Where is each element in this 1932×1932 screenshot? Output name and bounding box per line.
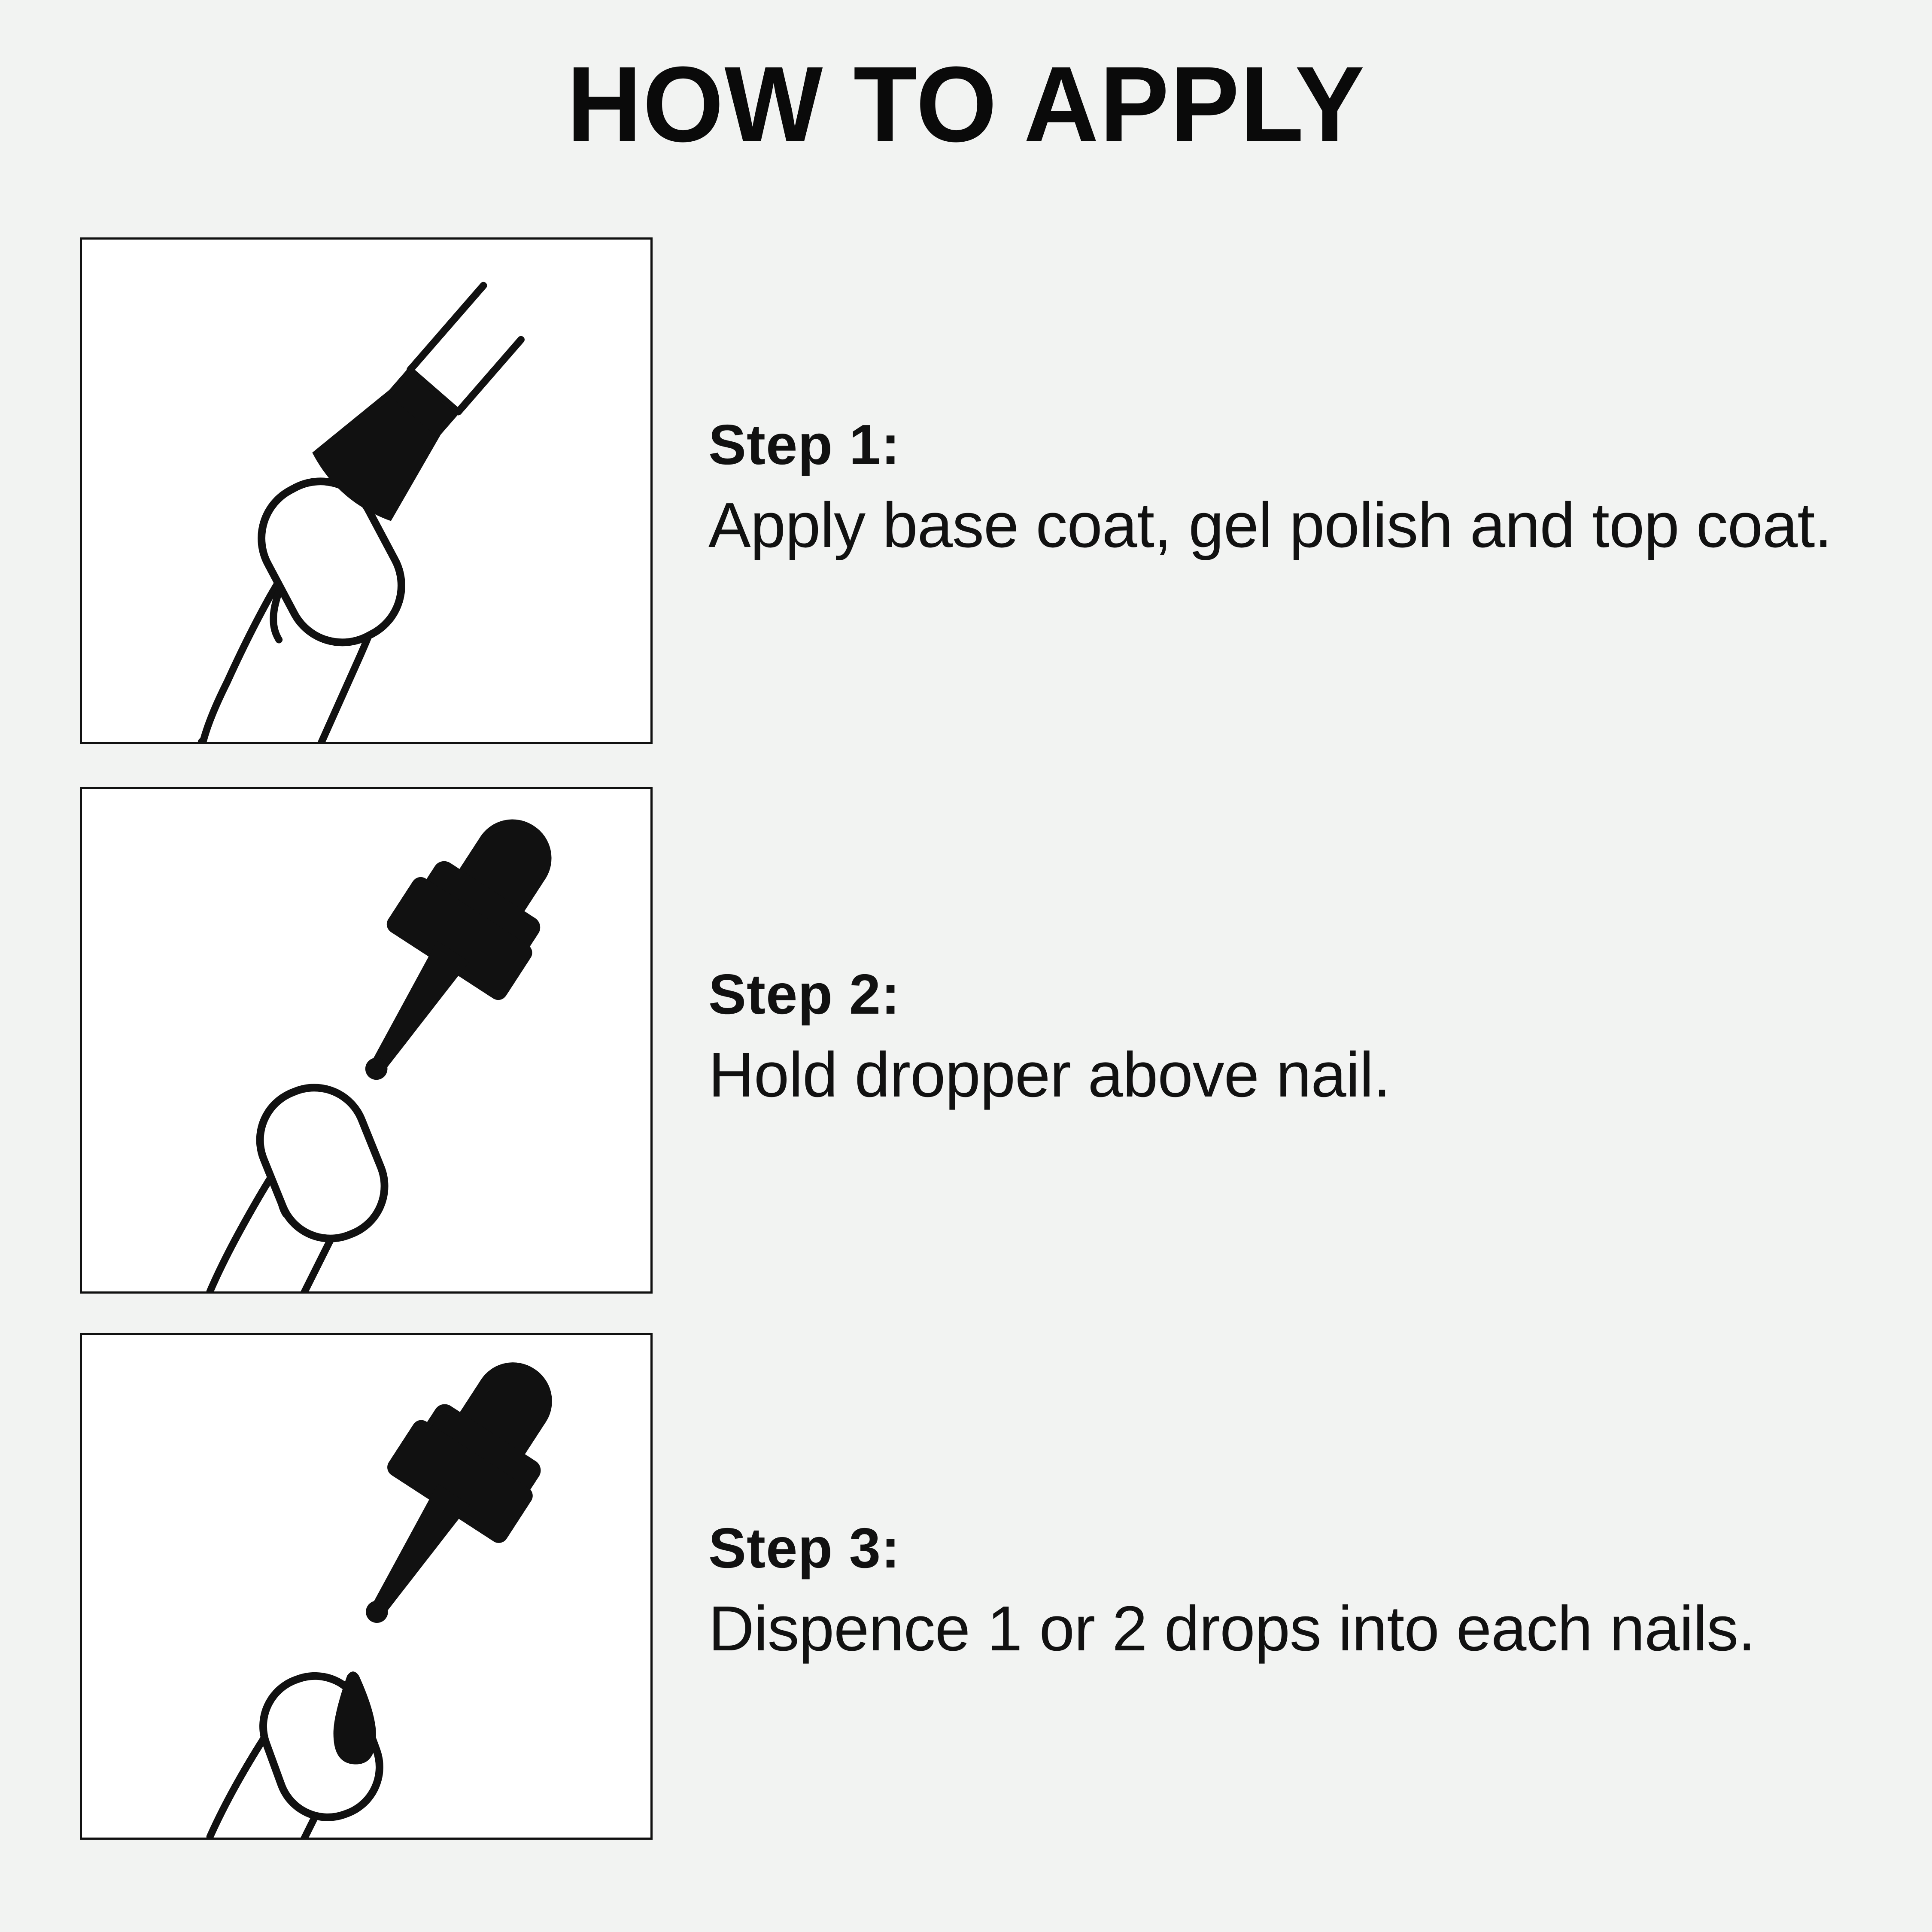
step-3-label: Step 3: xyxy=(708,1516,901,1580)
step-3-body: Dispence 1 or 2 drops into each nails. xyxy=(708,1593,1756,1664)
step-illustration-panel-1 xyxy=(80,237,653,744)
step-1-label: Step 1: xyxy=(708,413,901,476)
step-2-label: Step 2: xyxy=(708,963,901,1026)
dropper-dispensing-drop-onto-fingernail-icon xyxy=(206,1362,552,1838)
page-title: HOW TO APPLY xyxy=(566,44,1366,164)
step-text-1: Step 1: Apply base coat, gel polish and … xyxy=(708,415,1868,560)
step-illustration-panel-2 xyxy=(80,787,653,1294)
step-1-body: Apply base coat, gel polish and top coat… xyxy=(708,490,1832,561)
step-illustration-panel-3 xyxy=(80,1333,653,1840)
step-text-2: Step 2: Hold dropper above nail. xyxy=(708,964,1868,1109)
nail-polish-brush-over-fingernail-icon xyxy=(197,282,525,742)
dropper-above-fingernail-icon xyxy=(206,819,552,1291)
step-text-3: Step 3: Dispence 1 or 2 drops into each … xyxy=(708,1518,1868,1663)
step-2-body: Hold dropper above nail. xyxy=(708,1039,1391,1110)
